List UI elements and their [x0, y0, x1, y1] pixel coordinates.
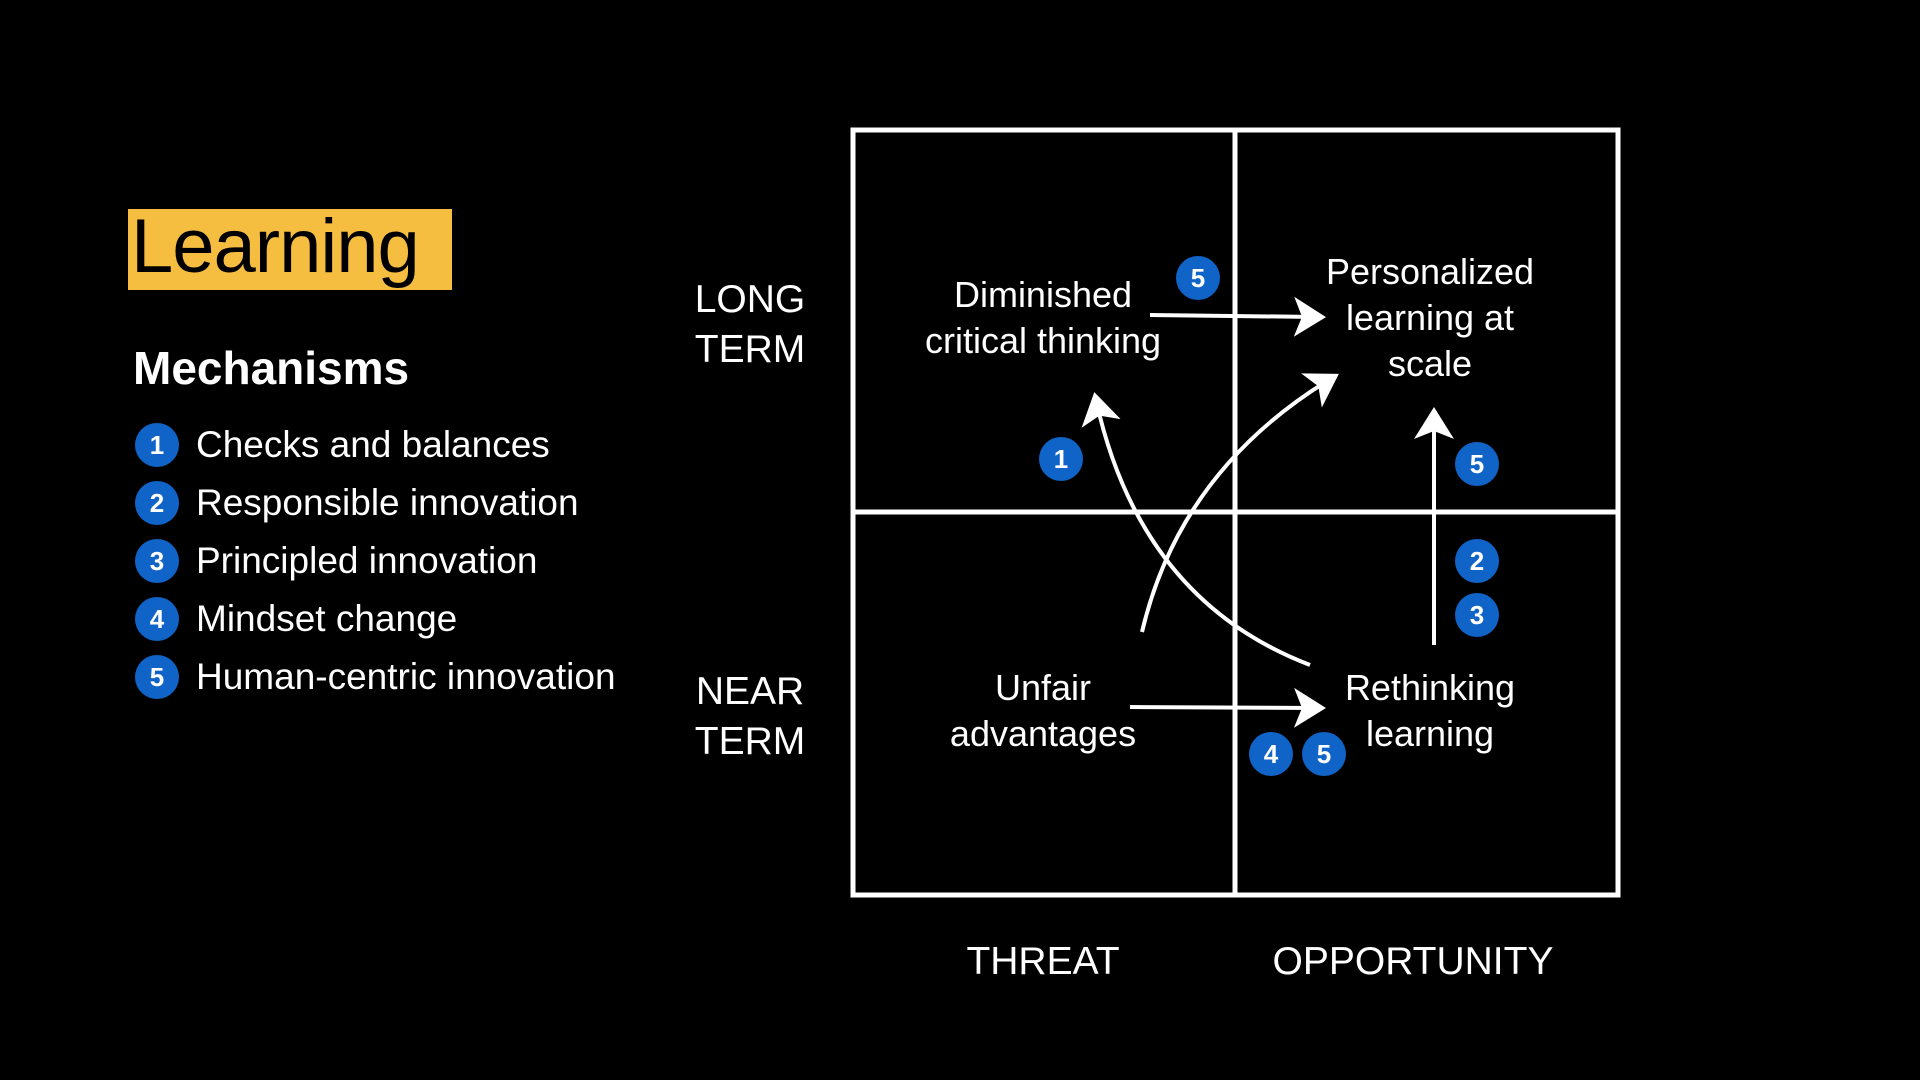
mechanisms-heading: Mechanisms	[133, 342, 410, 394]
matrix-badge-bl-to-br-b: 5	[1302, 732, 1346, 776]
matrix-badge-tl-to-tr: 5	[1176, 256, 1220, 300]
matrix-badge-br-to-tl: 1	[1039, 437, 1083, 481]
mechanism-badge: 4	[135, 597, 179, 641]
mechanism-item: 4 Mindset change	[135, 590, 616, 648]
arrow-br-to-tl	[1081, 392, 1311, 667]
row-label-long-term: LONG TERM	[694, 278, 806, 371]
column-label-threat: THREAT	[966, 940, 1120, 983]
mechanism-item: 3 Principled innovation	[135, 532, 616, 590]
matrix-badge-bl-to-br-a: 4	[1249, 732, 1293, 776]
mechanism-badge: 2	[135, 481, 179, 525]
row-label-near-term: NEAR TERM	[694, 670, 806, 763]
quadrant-label-top-left: Diminished critical thinking	[924, 274, 1162, 361]
arrow-bl-to-tr	[1140, 373, 1339, 633]
mechanism-item: 1 Checks and balances	[135, 416, 616, 474]
mechanism-label: Checks and balances	[196, 424, 550, 465]
quadrant-label-bottom-left: Unfair advantages	[949, 667, 1137, 754]
title-highlight	[128, 209, 452, 290]
matrix-badge-br-to-tr-lower: 3	[1455, 593, 1499, 637]
mechanism-badge: 3	[135, 539, 179, 583]
mechanisms-list: 1 Checks and balances 2 Responsible inno…	[135, 416, 616, 706]
mechanism-badge: 5	[135, 655, 179, 699]
slide-title: Learning	[131, 204, 420, 289]
quadrant-label-top-right: Personalized learning at scale	[1325, 251, 1535, 384]
mechanism-label: Principled innovation	[196, 540, 538, 581]
quadrant-label-bottom-right: Rethinking learning	[1344, 667, 1516, 754]
matrix-badge-br-to-tr-mid: 2	[1455, 539, 1499, 583]
mechanism-label: Responsible innovation	[196, 482, 579, 523]
arrow-bl-to-br	[1129, 687, 1326, 728]
matrix-badge-br-to-tr-upper: 5	[1455, 442, 1499, 486]
mechanism-badge: 1	[135, 423, 179, 467]
mechanism-label: Mindset change	[196, 598, 458, 639]
mechanism-label: Human-centric innovation	[196, 656, 616, 697]
arrow-tl-to-tr	[1149, 296, 1326, 337]
column-label-opportunity: OPPORTUNITY	[1272, 940, 1554, 983]
mechanism-item: 5 Human-centric innovation	[135, 648, 616, 706]
mechanism-item: 2 Responsible innovation	[135, 474, 616, 532]
